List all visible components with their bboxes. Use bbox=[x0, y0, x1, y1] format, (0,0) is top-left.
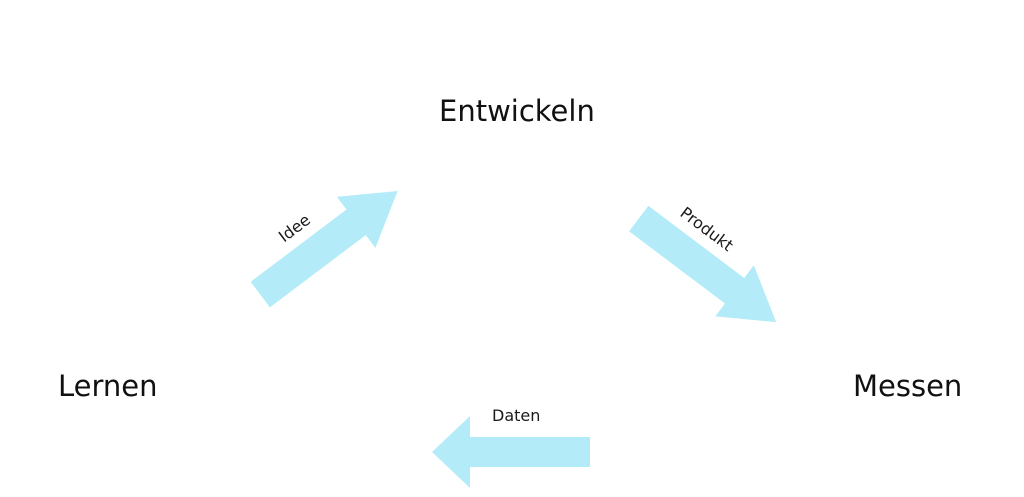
node-entwickeln: Entwickeln bbox=[439, 94, 595, 128]
arrow-idee-shape bbox=[250, 191, 398, 308]
arrow-daten: Daten bbox=[432, 408, 590, 488]
arrow-daten-shape bbox=[432, 416, 590, 488]
node-messen: Messen bbox=[853, 369, 963, 403]
node-lernen: Lernen bbox=[58, 369, 158, 403]
arrow-produkt: Produkt bbox=[619, 193, 795, 348]
arrow-produkt-shape bbox=[629, 205, 777, 323]
arrow-idee: Idee bbox=[241, 165, 417, 320]
arrow-label-daten: Daten bbox=[492, 406, 541, 425]
